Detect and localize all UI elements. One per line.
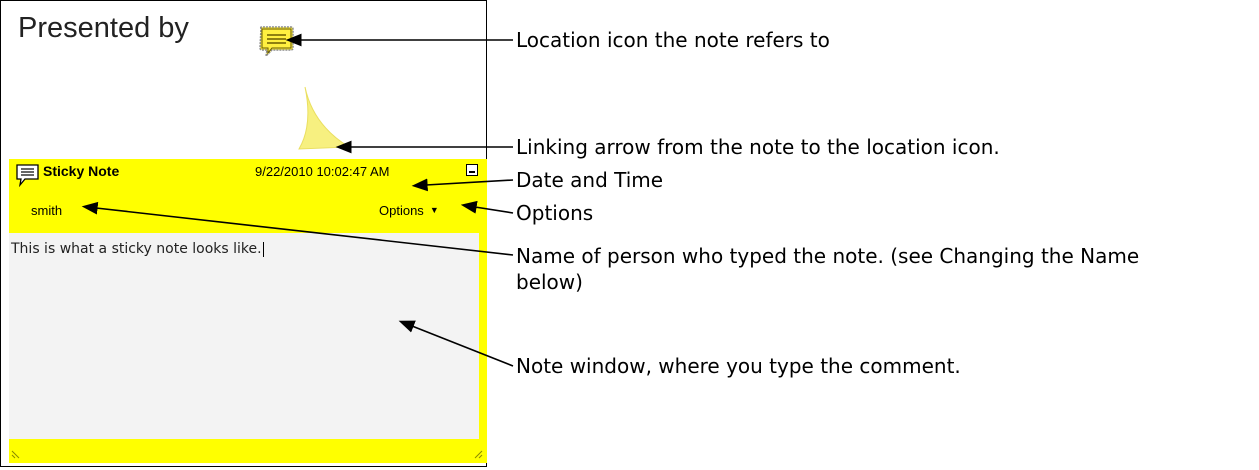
note-text-area[interactable]: This is what a sticky note looks like. [9,233,479,439]
callout-date-time: Date and Time [516,168,664,192]
options-menu-button[interactable]: Options ▼ [379,203,439,218]
chevron-down-icon: ▼ [429,205,439,215]
resize-grip-icon[interactable] [11,447,23,459]
presented-by-text: Presented by [18,12,189,44]
note-title: Sticky Note [43,163,120,179]
minimize-icon[interactable] [466,164,478,176]
callout-line-date [411,178,514,192]
callout-name-line1: Name of person who typed the note. (see … [516,244,1140,268]
linking-arrow [298,86,351,150]
callout-line-name [81,201,514,256]
note-icon [16,164,39,187]
callout-line-window [398,320,514,367]
note-body-text: This is what a sticky note looks like. [11,241,262,257]
note-datetime: 9/22/2010 10:02:47 AM [255,164,390,179]
note-location-icon[interactable] [258,25,296,59]
text-cursor [262,241,264,257]
callout-name-line2: below) [516,270,583,294]
callout-location-icon: Location icon the note refers to [516,28,830,52]
resize-grip-icon[interactable] [471,447,483,459]
callout-note-window: Note window, where you type the comment. [516,354,961,378]
callout-linking-arrow: Linking arrow from the note to the locat… [516,135,1000,159]
callout-line-options [460,200,514,214]
callout-options: Options [516,201,594,225]
note-author: smith [31,203,63,218]
options-label: Options [379,203,424,218]
